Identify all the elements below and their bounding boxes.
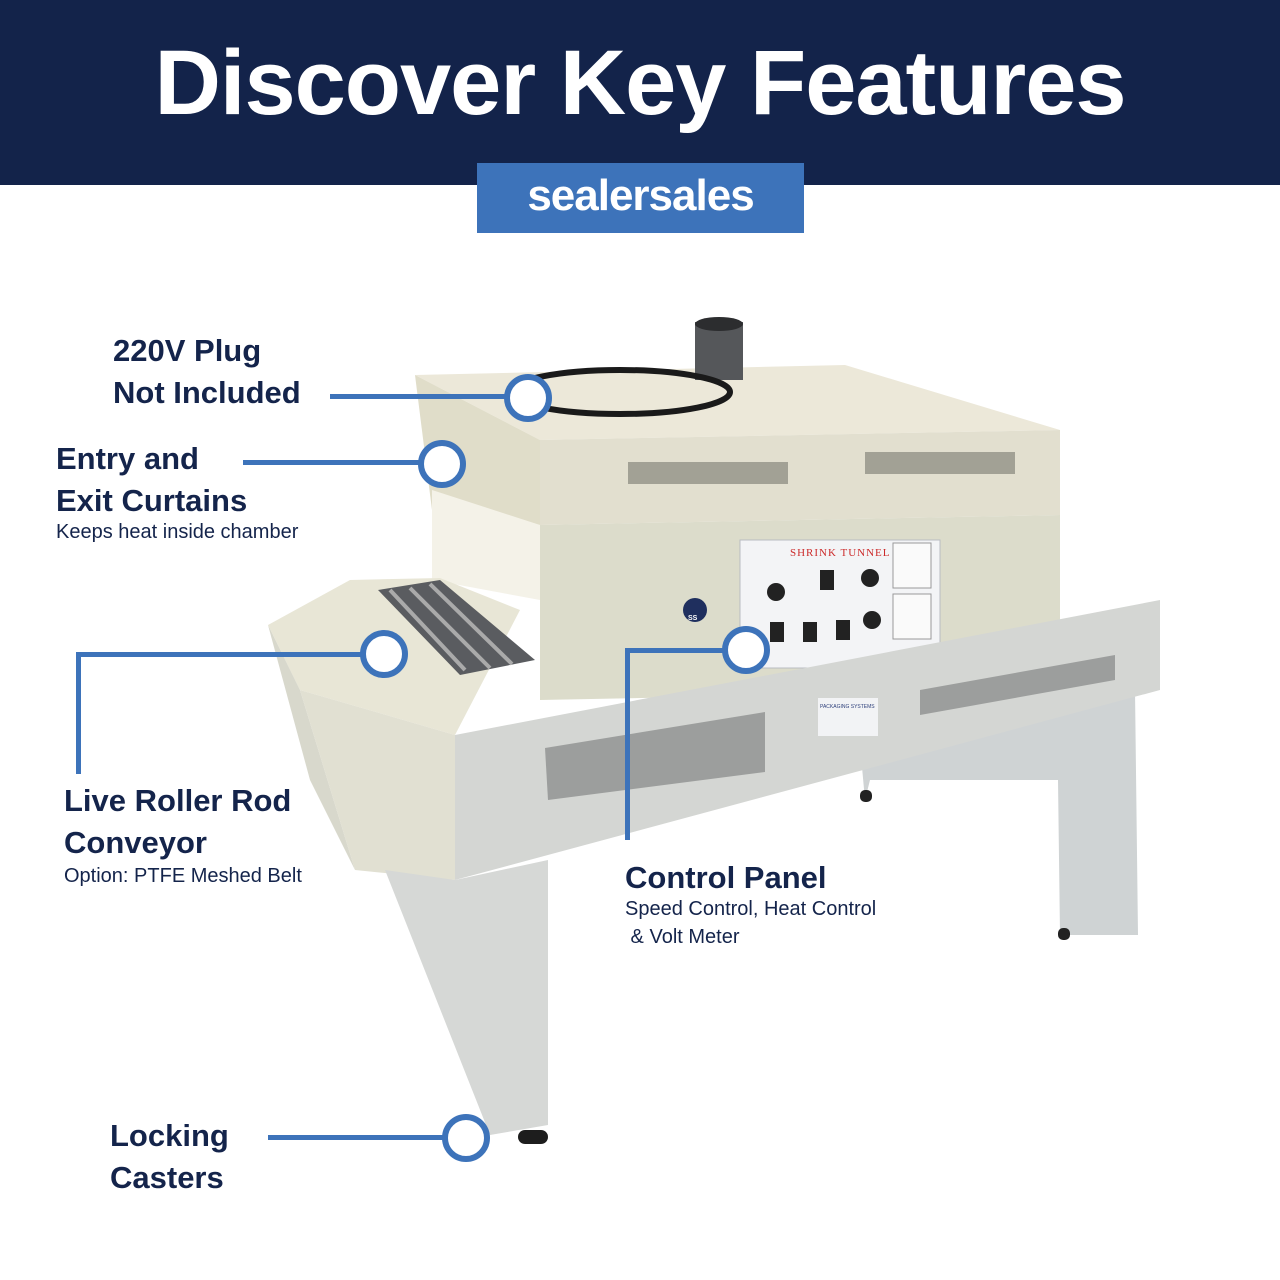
svg-text:PACKAGING SYSTEMS: PACKAGING SYSTEMS bbox=[820, 704, 875, 710]
brand-badge bbox=[683, 598, 707, 622]
callout-line-panel-h bbox=[625, 648, 725, 653]
vent-lower-right bbox=[920, 655, 1115, 715]
callout-line-conveyor-h bbox=[76, 652, 366, 657]
rear-caster bbox=[860, 790, 872, 802]
feature-casters-title-line2: Casters bbox=[110, 1160, 224, 1195]
rear-caster-right bbox=[1058, 928, 1070, 940]
panel-title: SHRINK TUNNEL bbox=[790, 547, 891, 559]
infeed-front bbox=[300, 690, 455, 880]
feature-plug-title-line2: Not Included bbox=[113, 375, 301, 410]
chamber-front-upper bbox=[540, 430, 1060, 525]
header-banner bbox=[0, 0, 1280, 185]
front-leg bbox=[385, 860, 548, 1135]
feature-curtains-subtitle: Keeps heat inside chamber bbox=[56, 521, 299, 543]
feature-casters-title-line1: Locking bbox=[110, 1118, 229, 1153]
callout-marker-panel[interactable] bbox=[722, 626, 770, 674]
feature-panel-subtitle-line2: & Volt Meter bbox=[625, 926, 740, 948]
curtain-opening bbox=[432, 490, 540, 600]
feature-curtains-title-line2: Exit Curtains bbox=[56, 483, 248, 518]
page-title: Discover Key Features bbox=[154, 32, 1126, 134]
callout-marker-conveyor[interactable] bbox=[360, 630, 408, 678]
brand-logo: sealersales bbox=[477, 163, 804, 233]
front-caster bbox=[518, 1130, 548, 1144]
feature-casters-title: Locking Casters bbox=[110, 1115, 229, 1199]
callout-line-panel-v bbox=[625, 648, 630, 840]
callout-line-curtains bbox=[243, 460, 423, 465]
feature-conveyor-title-line1: Live Roller Rod bbox=[64, 783, 292, 818]
callout-line-casters bbox=[268, 1135, 448, 1140]
svg-text:SS: SS bbox=[688, 615, 698, 622]
vent-upper-right bbox=[865, 452, 1015, 474]
feature-plug-title: 220V Plug Not Included bbox=[113, 330, 301, 414]
feature-panel-subtitle-line1: Speed Control, Heat Control bbox=[625, 898, 877, 920]
feature-conveyor-title: Live Roller Rod Conveyor bbox=[64, 780, 291, 864]
feature-curtains-title-line1: Entry and bbox=[56, 441, 199, 476]
exhaust-chimney bbox=[695, 322, 743, 380]
vent-lower-left bbox=[545, 712, 765, 800]
callout-marker-casters[interactable] bbox=[442, 1114, 490, 1162]
feature-conveyor-title-line2: Conveyor bbox=[64, 825, 207, 860]
callout-marker-plug[interactable] bbox=[504, 374, 552, 422]
feature-conveyor-subtitle: Option: PTFE Meshed Belt bbox=[64, 865, 302, 887]
feature-plug-title-line1: 220V Plug bbox=[113, 333, 262, 368]
feature-panel-title: Control Panel bbox=[625, 860, 827, 895]
callout-line-plug bbox=[330, 394, 510, 399]
callout-line-conveyor-v bbox=[76, 652, 81, 774]
nameplate bbox=[818, 698, 878, 736]
chamber-top bbox=[415, 365, 1060, 440]
callout-marker-curtains[interactable] bbox=[418, 440, 466, 488]
vent-upper-left bbox=[628, 462, 788, 484]
roller-rods bbox=[378, 580, 535, 675]
conveyor-frame bbox=[455, 600, 1160, 880]
feature-curtains-title: Entry and Exit Curtains bbox=[56, 438, 247, 522]
